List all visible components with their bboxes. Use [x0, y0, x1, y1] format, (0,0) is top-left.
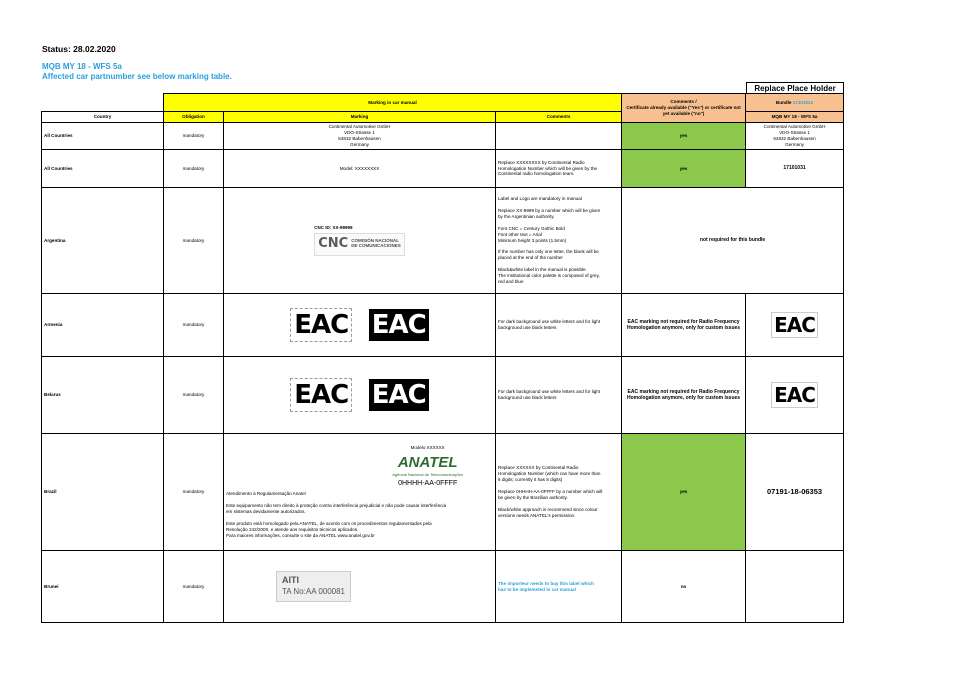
row-replace: EAC — [745, 293, 845, 357]
row-marking: Modelo XXXXXX ANATEL Agência Nacional de… — [223, 433, 496, 551]
aiti-logo: AITI — [282, 575, 299, 586]
anatel-label: Modelo XXXXXX ANATEL Agência Nacional de… — [392, 445, 463, 489]
row-replace: 17101031 — [745, 149, 845, 188]
row-marking: EAC EAC — [223, 293, 496, 357]
col-mqb: MQB MY 18 - WFS 5a — [745, 111, 845, 123]
cnc-id: CNC ID: XX-99999 — [314, 225, 353, 231]
row-status: EAC marking not required for Radio Frequ… — [621, 356, 747, 434]
row-replace: Continental Automotive GmbH VDO-Strasse … — [745, 122, 845, 150]
eac-logo-small: EAC — [771, 382, 818, 408]
cnc-logo-letters: CNC — [318, 235, 349, 251]
row-status: not required for this bundle — [621, 187, 845, 294]
row-country: Armenia — [41, 293, 164, 357]
row-marking: EAC EAC — [223, 356, 496, 434]
bundle-number: 17101031 — [792, 99, 814, 105]
table-row: Argentina mandatory CNC ID: XX-99999 CNC… — [41, 187, 845, 294]
anatel-code: 0HHHH-AA-0FFFF — [398, 480, 458, 488]
row-marking: AITI TA No:AA 000081 — [223, 550, 496, 623]
replace-place-holder-header: Replace Place Holder — [746, 82, 844, 94]
bundle-header: Bundle 17101031 — [745, 93, 845, 112]
anatel-modelo: Modelo XXXXXX — [410, 444, 445, 450]
row-marking: Model: XXXXXXXX — [223, 149, 496, 188]
row-comments — [494, 122, 623, 150]
col-marking: Marking — [223, 111, 496, 123]
cnc-text-line2: DE COMUNICACIONES — [351, 243, 401, 249]
cnc-text-line1: COMISIÓN NACIONAL — [351, 238, 399, 244]
row-comments: The importeur needs to buy this label wh… — [494, 550, 623, 623]
affected-note: Affected car partnumber see below markin… — [42, 72, 232, 81]
eac-logo-black: EAC — [368, 379, 429, 411]
table-row: Armenia mandatory EAC EAC For dark backg… — [41, 293, 845, 357]
table-row: Brunei mandatory AITI TA No:AA 000081 Th… — [41, 550, 845, 623]
row-obligation: mandatory — [163, 550, 224, 623]
row-comments: Replace XXXXXX by Continental Radio Homo… — [494, 433, 623, 551]
row-country: Belarus — [41, 356, 164, 434]
aiti-label: AITI TA No:AA 000081 — [276, 571, 352, 602]
row-obligation: mandatory — [163, 149, 224, 188]
row-country: All Countries — [41, 122, 164, 150]
row-status: EAC marking not required for Radio Frequ… — [621, 293, 747, 357]
table-row: Belarus mandatory EAC EAC For dark backg… — [41, 356, 845, 434]
row-country: All Countries — [41, 149, 164, 188]
eac-logo-white: EAC — [290, 308, 353, 342]
table-row: Brazil mandatory Modelo XXXXXX ANATEL Ag… — [41, 433, 845, 551]
anatel-logo: ANATEL — [397, 453, 458, 471]
anatel-subtitle: Agência Nacional de Telecomunicações — [392, 472, 463, 478]
marking-in-car-manual-header: Marking in car manual — [162, 93, 623, 112]
table-column-row: Country Obligation Marking Comments MQB … — [41, 111, 845, 123]
row-obligation: mandatory — [163, 433, 224, 551]
col-country: Country — [41, 111, 164, 123]
row-comments: Label and Logo are mandatory in manual R… — [494, 187, 623, 294]
row-obligation: mandatory — [163, 187, 224, 294]
eac-logo-small: EAC — [771, 312, 818, 338]
marking-table: Marking in car manual Comments / Certifi… — [41, 93, 845, 623]
table-header-row: Marking in car manual Comments / Certifi… — [42, 93, 845, 123]
row-status: yes — [621, 433, 747, 551]
row-country: Brunei — [41, 550, 164, 623]
row-status: no — [621, 550, 747, 623]
eac-logo-white: EAC — [290, 378, 353, 412]
row-replace: EAC — [745, 356, 845, 434]
row-comments: For dark background use white letters an… — [494, 293, 623, 357]
model-title: MQB MY 18 - WFS 5a — [42, 62, 122, 71]
anatel-text: Atendimento à Regulamentação Anatel Este… — [226, 491, 447, 539]
row-status: yes — [621, 149, 747, 188]
row-status: yes — [621, 122, 747, 150]
row-marking: Continental Automotive GmbH VDO-Strasse … — [223, 122, 496, 150]
row-country: Brazil — [41, 433, 164, 551]
row-obligation: mandatory — [163, 356, 224, 434]
row-replace: 07191-18-06353 — [745, 433, 845, 551]
eac-logo-black: EAC — [368, 309, 429, 341]
comments-certificate-header: Comments / Certificate already available… — [621, 93, 747, 123]
row-country: Argentina — [41, 187, 164, 294]
aiti-ta-number: TA No:AA 000081 — [282, 587, 346, 597]
col-obligation: Obligation — [163, 111, 224, 123]
row-replace — [745, 550, 845, 623]
row-obligation: mandatory — [163, 293, 224, 357]
row-obligation: mandatory — [163, 122, 224, 150]
col-comments: Comments — [494, 111, 623, 123]
status-date: Status: 28.02.2020 — [42, 44, 116, 54]
row-comments: For dark background use white letters an… — [494, 356, 623, 434]
table-row: All Countries mandatory Continental Auto… — [41, 122, 845, 150]
table-row: All Countries mandatory Model: XXXXXXXX … — [41, 149, 845, 188]
bundle-label: Bundle — [775, 99, 793, 105]
row-comments: Replace XXXXXXXX by Continental Radio Ho… — [494, 149, 623, 188]
